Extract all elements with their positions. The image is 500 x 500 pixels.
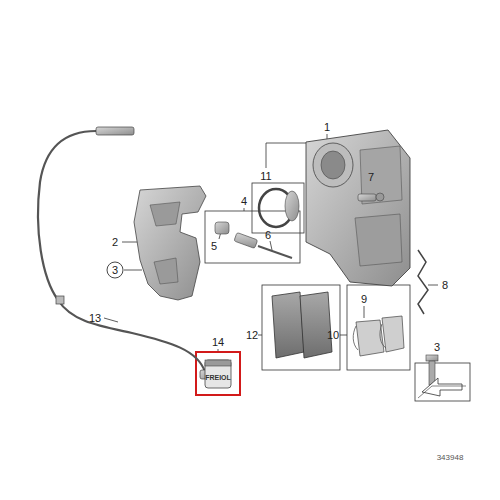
figure-number: 343948: [437, 454, 464, 462]
callout-number: 2: [112, 237, 118, 248]
callout-number: 14: [212, 337, 224, 348]
callout-number: 12: [246, 330, 258, 341]
callout-number: 4: [241, 196, 247, 207]
callout-number: 6: [265, 230, 271, 241]
callout-number: 11: [260, 171, 271, 182]
callout-number: 10: [327, 330, 339, 341]
product-label: FREIOL: [205, 374, 231, 381]
callout-number: 3: [434, 342, 440, 353]
callout-number: 5: [211, 241, 217, 252]
callout-number: 9: [361, 294, 367, 305]
callout-number: 1: [324, 122, 330, 133]
callout-number: 7: [368, 172, 374, 183]
callout-number: 13: [89, 313, 101, 324]
callout-number: 8: [442, 280, 448, 291]
callout-number: 3: [112, 265, 118, 276]
